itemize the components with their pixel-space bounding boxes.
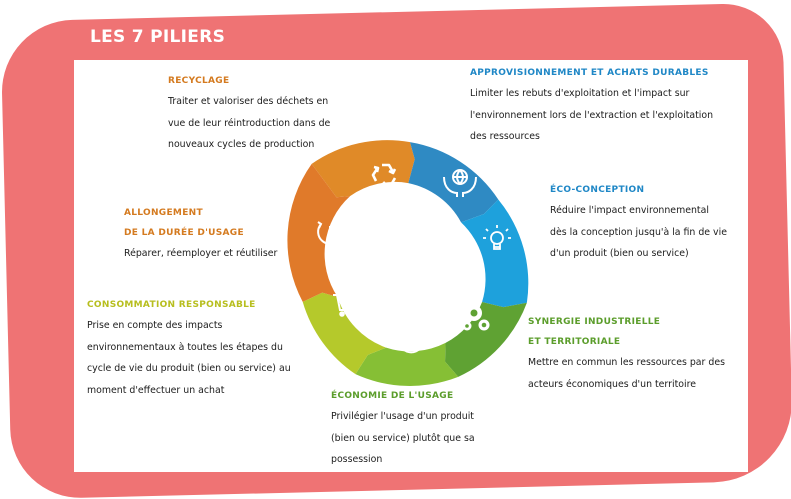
recycling-segment [311,140,415,198]
heading-line: SYNERGIE INDUSTRIELLE [528,317,661,327]
pillar-description: Réparer, réemployer et réutiliser [124,243,304,265]
pillar-consommation: CONSOMMATION RESPONSABLE Prise en compte… [87,295,317,401]
pillar-description: Mettre en commun les ressources par des … [528,352,743,395]
lightbulb-icon [483,225,511,250]
page-title: LES 7 PILIERS [90,27,226,47]
pillar-heading: ÉCO-CONCEPTION [550,185,645,195]
usage-economy-segment [355,342,459,386]
description-line: nouveaux cycles de production [168,139,315,150]
clock-cycle-icon [317,221,344,245]
description-line: Limiter les rebuts d'exploitation et l'i… [470,88,690,99]
pillar-recyclage: RECYCLAGE Traiter et valoriser des déche… [168,71,368,156]
pillar-description: Privilégier l'usage d'un produit (bien o… [331,406,521,471]
description-line: l'environnement lors de l'extraction et … [470,109,714,121]
gears-icon [462,305,490,331]
pillar-economie-usage: ÉCONOMIE DE L'USAGE Privilégier l'usage … [331,386,521,471]
pillar-heading: RECYCLAGE [168,76,230,86]
responsible-consumption-segment [302,292,387,375]
description-line: Privilégier l'usage d'un produit [331,411,474,422]
heading-line: ALLONGEMENT [124,208,203,218]
pillar-heading: CONSOMMATION RESPONSABLE [87,300,256,310]
pillar-eco-conception: ÉCO-CONCEPTION Réduire l'impact environn… [550,180,750,265]
pillar-heading: APPROVISIONNEMENT ET ACHATS DURABLES [470,68,709,78]
content-panel [74,60,748,472]
description-line: Prise en compte des impacts [87,320,223,331]
pillar-allongement: ALLONGEMENT DE LA DURÉE D'USAGE Réparer,… [124,203,304,265]
description-line: Traiter et valoriser des déchets en [168,96,329,107]
pillar-synergie: SYNERGIE INDUSTRIELLE ET TERRITORIALE Me… [528,312,743,395]
description-line: d'un produit (bien ou service) [550,248,689,259]
description-line: acteurs économiques d'un territoire [528,378,697,390]
pillar-heading: ÉCONOMIE DE L'USAGE [331,391,454,401]
description-line: Mettre en commun les ressources par des [528,357,725,368]
description-line: cycle de vie du produit (bien ou service… [87,363,291,374]
pillar-description: Limiter les rebuts d'exploitation et l'i… [470,83,748,148]
description-line: Réduire l'impact environnemental [550,205,709,216]
description-line: environnementaux à toutes les étapes du [87,341,283,353]
heading-line: ET TERRITORIALE [528,337,621,347]
description-line: dès la conception jusqu'à la fin de vie [550,226,727,238]
pillar-heading: ALLONGEMENT DE LA DURÉE D'USAGE [124,203,304,243]
description-line: moment d'effectuer un achat [87,384,225,396]
ecodesign-segment [461,199,529,308]
description-line: Réparer, réemployer et réutiliser [124,248,278,259]
box-cycle-icon [400,326,424,354]
description-line: (bien ou service) plutôt que sa [331,432,475,444]
pillar-description: Réduire l'impact environnemental dès la … [550,200,750,265]
pillar-approvisionnement: APPROVISIONNEMENT ET ACHATS DURABLES Lim… [470,63,748,148]
pillar-description: Traiter et valoriser des déchets en vue … [168,91,368,156]
hands-globe-icon [443,169,477,197]
description-line: des ressources [470,131,540,142]
description-line: possession [331,454,383,465]
pillar-heading: SYNERGIE INDUSTRIELLE ET TERRITORIALE [528,312,743,352]
cart-icon [333,294,359,317]
synergy-segment [445,301,527,377]
heading-line: DE LA DURÉE D'USAGE [124,228,244,238]
pillar-description: Prise en compte des impacts environnemen… [87,315,317,401]
description-line: vue de leur réintroduction dans de [168,117,331,129]
sourcing-segment [408,142,499,223]
recycle-icon [371,163,397,189]
